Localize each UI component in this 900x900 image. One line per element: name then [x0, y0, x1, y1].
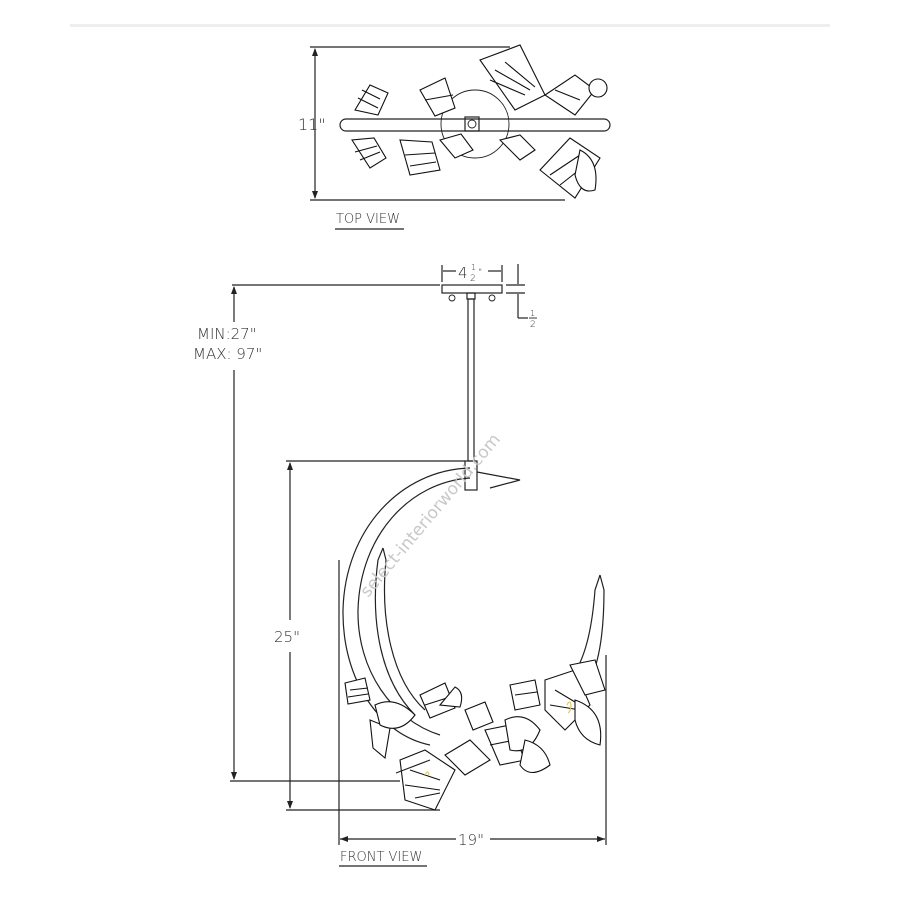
- bulb-right-icon: [566, 701, 572, 714]
- canopy-screw-right: [488, 294, 496, 302]
- canopy-screw-left: [448, 294, 456, 302]
- bulb-left-icon: [424, 771, 430, 776]
- front-view: 1 4 1 2 " 1 2 MIN:27" MAX: 97" 25": [193, 263, 607, 867]
- watermark: select-interiorworld.com: [357, 430, 505, 601]
- ring-secondary-arc-inner: [382, 547, 426, 711]
- canopy-width-label-whole: 4: [458, 264, 468, 282]
- fixture-height-label: 25": [274, 628, 300, 646]
- overall-height-min: MIN:27": [197, 325, 257, 343]
- canopy-width-inch-mark: ": [478, 268, 482, 278]
- top-depth-label: 11": [298, 115, 326, 134]
- top-view-ring-outline: [440, 89, 510, 159]
- canopy-width-label-den: 2: [470, 274, 476, 284]
- canopy-stem-socket: [466, 292, 476, 300]
- downrod: [467, 298, 475, 462]
- top-view-flowers: [351, 44, 608, 199]
- front-view-caption: FRONT VIEW: [340, 850, 422, 865]
- canopy-height-num: 1: [530, 309, 535, 318]
- canopy-width-label-num: 1: [471, 263, 476, 272]
- overall-height-max: MAX: 97": [193, 345, 262, 363]
- top-view-caption: TOP VIEW: [336, 212, 400, 227]
- width-label: 19": [458, 831, 484, 849]
- front-view-flowers: [344, 659, 606, 811]
- ring-secondary-arc: [374, 547, 416, 716]
- canopy-height-den: 2: [530, 320, 536, 330]
- top-divider: [70, 24, 830, 27]
- top-view-mount-hole: [467, 119, 477, 129]
- top-view: 11" TOP VIEW: [298, 44, 611, 230]
- top-view-canopy-mount: [464, 116, 480, 132]
- downrod-coupler: [464, 460, 478, 491]
- ring-tip-top: [476, 471, 521, 489]
- bulb-stem-left: [395, 759, 431, 774]
- canopy-plate: [441, 284, 503, 294]
